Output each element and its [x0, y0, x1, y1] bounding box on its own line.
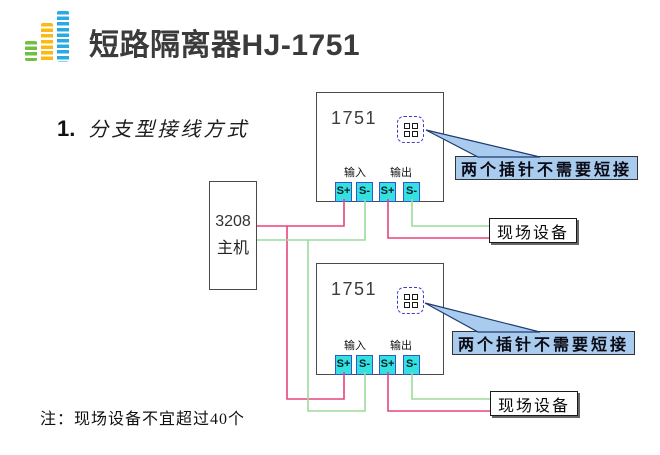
jumper-pins-icon — [397, 116, 424, 143]
terminal-input-s-plus: S+ — [335, 355, 352, 375]
section-number: 1. — [57, 116, 76, 141]
logo-bar-blue — [57, 11, 69, 62]
pin-square — [403, 293, 410, 300]
input-label: 输入 — [344, 340, 366, 352]
logo-bar-yellow — [41, 23, 53, 61]
terminal-output-s-minus: S- — [403, 182, 420, 202]
pin-square — [403, 122, 410, 129]
terminal-output-s-plus: S+ — [379, 182, 396, 202]
input-label: 输入 — [344, 167, 366, 179]
host-name: 主机 — [216, 240, 249, 257]
pin-square — [403, 301, 410, 308]
isolator-box-1: 1751 输入 输出 S+ S- S+ S- — [316, 92, 444, 202]
logo-bar-green — [25, 41, 37, 61]
pin-square — [411, 130, 418, 137]
wire-positive-bus-to-iso1 — [257, 199, 345, 227]
terminal-output-s-plus: S+ — [379, 355, 396, 375]
terminal-input-s-minus: S- — [356, 355, 373, 375]
wire-positive-iso1-to-device — [387, 199, 489, 239]
pin-square — [411, 301, 418, 308]
field-device-box-2: 现场设备 — [490, 391, 578, 416]
field-device-box-1: 现场设备 — [489, 218, 577, 243]
isolator-box-2: 1751 输入 输出 S+ S- S+ S- — [316, 263, 444, 375]
callout-label-2: 两个插针不需要短接 — [452, 331, 635, 355]
footnote: 注：现场设备不宜超过40个 — [40, 411, 246, 428]
wire-negative-bus-to-iso1 — [257, 199, 366, 241]
callout-label-1: 两个插针不需要短接 — [455, 156, 638, 180]
host-model: 3208 — [215, 213, 251, 230]
pin-square — [403, 130, 410, 137]
page-title: 短路隔离器HJ-1751 — [89, 29, 361, 62]
section-heading: 1. 分支型接线方式 — [57, 113, 249, 142]
wire-negative-iso1-to-device — [411, 199, 489, 227]
terminal-input-s-minus: S- — [356, 182, 373, 202]
wire-negative-iso2-to-device — [411, 372, 490, 400]
logo-bars-icon — [0, 0, 80, 70]
pin-grid — [403, 293, 418, 308]
pin-square — [411, 122, 418, 129]
pin-grid — [403, 122, 418, 137]
output-label: 输出 — [390, 340, 412, 352]
pin-square — [411, 293, 418, 300]
isolator-model: 1751 — [331, 279, 378, 299]
isolator-model: 1751 — [331, 108, 378, 128]
section-title: 分支型接线方式 — [88, 119, 250, 141]
terminal-input-s-plus: S+ — [335, 182, 352, 202]
jumper-pins-icon — [397, 287, 424, 314]
terminal-output-s-minus: S- — [403, 355, 420, 375]
host-box: 3208 主机 — [209, 181, 257, 290]
wire-positive-iso2-to-device — [387, 372, 490, 412]
output-label: 输出 — [390, 167, 412, 179]
